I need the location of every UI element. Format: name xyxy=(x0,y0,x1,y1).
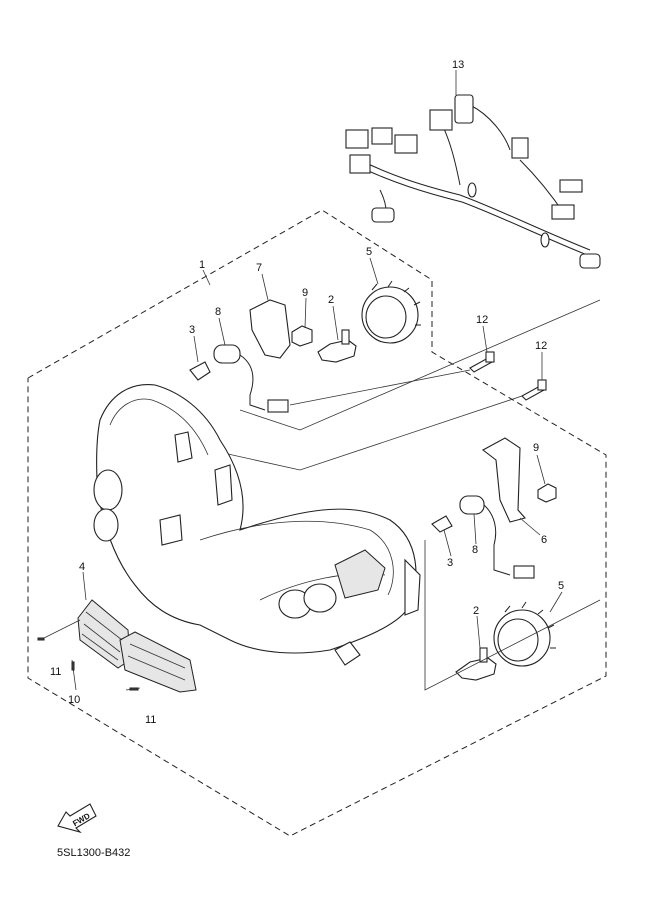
lower-bulb-group xyxy=(424,437,601,691)
screws-12 xyxy=(469,351,547,401)
callout-13: 13 xyxy=(452,59,464,71)
callout-12-lower: 12 xyxy=(535,340,547,352)
callout-4: 4 xyxy=(79,561,85,573)
callout-8-upper: 8 xyxy=(215,306,221,318)
callout-5-lower: 5 xyxy=(558,580,564,592)
callout-1: 1 xyxy=(199,259,205,271)
assembly-boundary xyxy=(27,209,607,837)
callout-9-upper: 9 xyxy=(302,287,308,299)
callout-11-bottom: 11 xyxy=(145,714,156,726)
callout-5-upper: 5 xyxy=(366,246,372,258)
fwd-arrow-icon: FWD xyxy=(57,803,97,834)
callout-2-upper: 2 xyxy=(328,294,334,306)
callout-2-lower: 2 xyxy=(473,605,479,617)
callout-10: 10 xyxy=(68,694,80,706)
callout-8-lower: 8 xyxy=(472,544,478,556)
callout-labels: 13 1 7 5 9 2 8 3 12 12 9 6 3 8 5 2 4 11 … xyxy=(50,59,564,726)
callout-3-lower: 3 xyxy=(447,557,453,569)
callout-3-upper: 3 xyxy=(189,324,195,336)
leader-lines xyxy=(193,257,563,649)
side-grilles xyxy=(37,571,197,693)
callout-11-left: 11 xyxy=(50,666,61,678)
callout-7: 7 xyxy=(256,262,262,274)
diagram-code: 5SL1300-B432 xyxy=(57,847,130,859)
wire-harness xyxy=(345,70,601,269)
callout-12-upper: 12 xyxy=(476,314,488,326)
callout-9-lower: 9 xyxy=(533,442,539,454)
upper-bulb-group xyxy=(189,280,601,471)
headlight-unit xyxy=(93,384,421,666)
callout-6: 6 xyxy=(541,534,547,546)
